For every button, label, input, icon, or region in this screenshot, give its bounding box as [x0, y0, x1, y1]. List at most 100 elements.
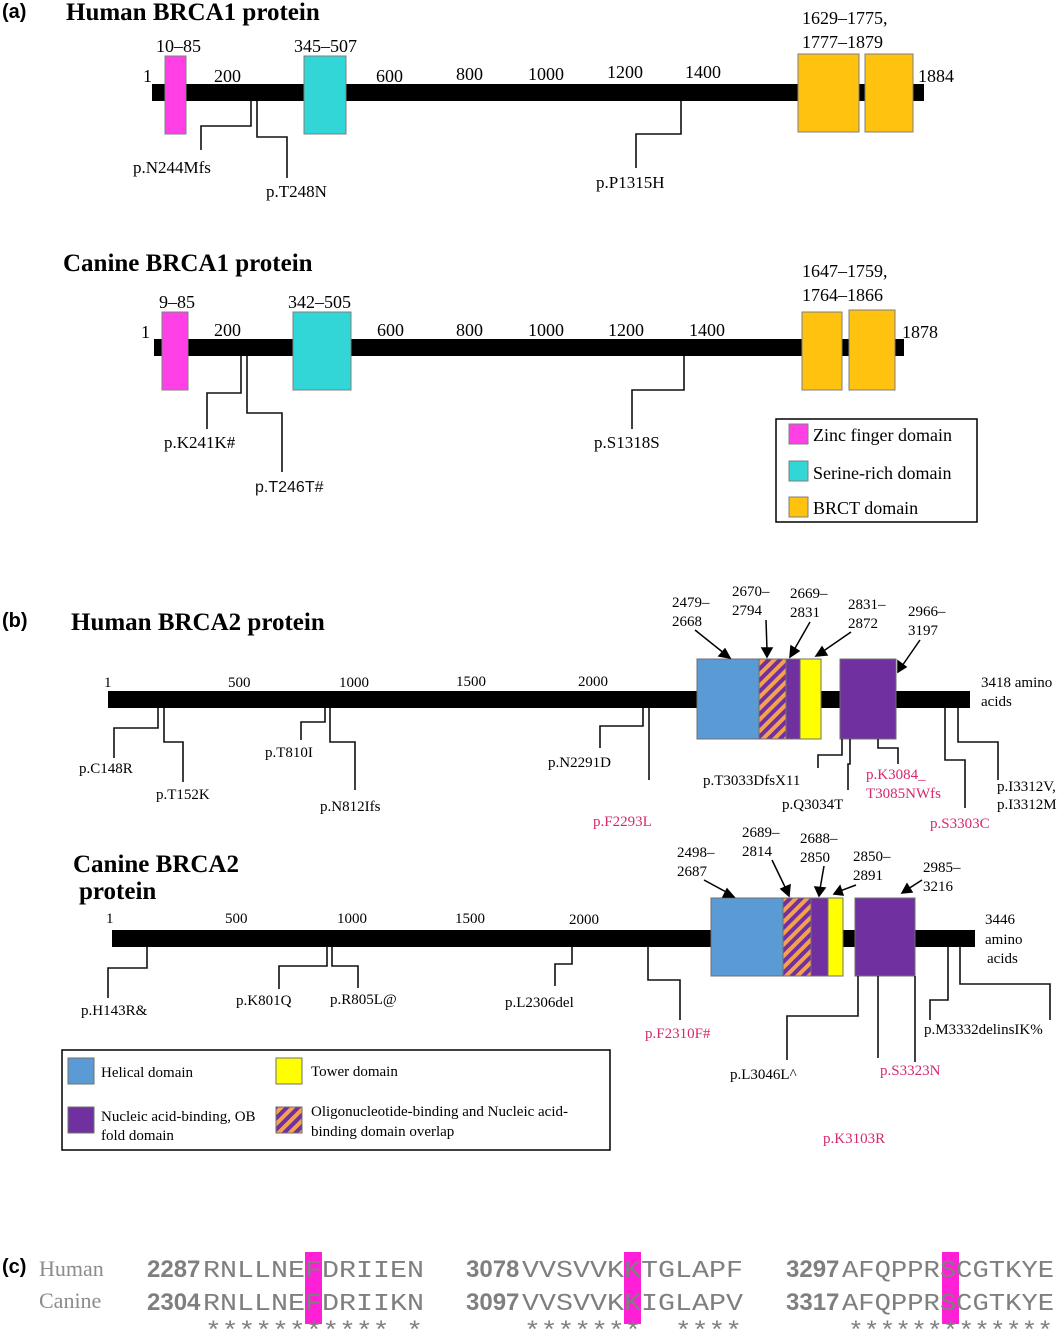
- leader-line: [206, 356, 242, 429]
- tower-domain: [827, 897, 844, 977]
- mutation-label: p.H143R&: [81, 1003, 148, 1019]
- tick: 600: [377, 320, 404, 340]
- sequence-canine: VVSVVKKIGLAPV: [522, 1291, 744, 1318]
- domain-range: 2498–: [677, 845, 715, 861]
- sequence-human: AFQPPRSCGTKYE: [842, 1258, 1054, 1285]
- tick: 2000: [578, 674, 608, 690]
- human-brca1-title: Human BRCA1 protein: [66, 0, 320, 26]
- serine-rich-domain: [303, 55, 347, 135]
- leader-line: [329, 708, 356, 790]
- legend-swatch-ob: [67, 1106, 95, 1134]
- leader-line: [957, 708, 999, 780]
- canine-brca2-title-1: Canine BRCA2: [73, 851, 239, 878]
- tick: 1400: [685, 62, 721, 82]
- tick-start: 1: [143, 66, 152, 86]
- arrow-head: [789, 644, 801, 659]
- brct-range-label-2: 1764–1866: [802, 285, 883, 305]
- mutation-label: p.C148R: [79, 761, 133, 777]
- domain-range: 2891: [853, 868, 883, 884]
- domain-range: 2670–: [732, 584, 770, 600]
- arrow-head: [779, 883, 791, 898]
- legend-swatch-helical: [67, 1057, 95, 1085]
- species-human: Human: [39, 1256, 104, 1281]
- leader-line: [817, 739, 843, 768]
- leader-line: [278, 947, 328, 989]
- arrow: [793, 621, 811, 651]
- leader-line: [256, 101, 288, 178]
- tick: 1500: [456, 674, 486, 690]
- leader-line: [163, 708, 184, 782]
- domain-range: 2687: [677, 864, 708, 880]
- serine-range-label: 345–507: [294, 36, 357, 56]
- arrow-head: [832, 884, 845, 896]
- mutation-label: p.N244Mfs: [133, 158, 211, 177]
- mutation-label: p.I3312V,: [997, 779, 1056, 795]
- canine-brca2-backbone: [112, 930, 975, 947]
- tick: 600: [376, 66, 403, 86]
- legend-label: BRCT domain: [813, 498, 918, 518]
- ob-fold-domain: [785, 658, 801, 740]
- brct-range-label-1: 1629–1775,: [802, 8, 888, 28]
- domain-range: 2850: [800, 850, 830, 866]
- panel-b-label: (b): [2, 610, 28, 632]
- mutation-label: p.T152K: [156, 787, 210, 803]
- mutation-label-pink: p.S3303C: [930, 816, 990, 832]
- mutation-label: p.K241K#: [164, 433, 236, 452]
- domain-range: 2794: [732, 603, 763, 619]
- leader-line: [599, 708, 644, 748]
- overlap-domain: [782, 897, 812, 977]
- tick-start: 1: [104, 675, 112, 691]
- mutation-label: p.P1315H: [596, 173, 664, 192]
- species-canine: Canine: [39, 1288, 101, 1313]
- arrow-head: [814, 645, 829, 657]
- brct-domain-2: [864, 53, 914, 133]
- tick: 200: [214, 66, 241, 86]
- canine-brca1-backbone: [154, 339, 904, 356]
- sequence-human: VVSVVKKTGLAPF: [522, 1258, 743, 1285]
- mutation-label: p.T810I: [265, 745, 313, 761]
- arrow-head: [813, 886, 827, 898]
- mutation-label-pink: p.F2310F#: [645, 1026, 711, 1042]
- arrow: [703, 879, 729, 894]
- serine-rich-domain: [292, 311, 352, 391]
- end-label: amino: [985, 932, 1023, 948]
- arrow-head: [717, 647, 732, 660]
- mutation-label: p.S1318S: [594, 433, 660, 452]
- conservation-row: ******* ****: [524, 1319, 742, 1340]
- brct-domain-2: [848, 309, 896, 391]
- mutation-label: p.L3046L^: [730, 1067, 797, 1083]
- domain-range: 2831–: [848, 597, 886, 613]
- arrow: [694, 629, 726, 655]
- conservation-row: *********** *: [205, 1319, 423, 1340]
- canine-brca2-title-2: protein: [79, 878, 156, 905]
- mutation-label: p.N812Ifs: [320, 799, 381, 815]
- domain-range: 2872: [848, 616, 878, 632]
- domain-range: 3197: [908, 623, 939, 639]
- zinc-finger-domain: [161, 311, 189, 391]
- tick: 500: [228, 675, 251, 691]
- domain-range: 2966–: [908, 604, 946, 620]
- position-number: 3078: [466, 1256, 519, 1283]
- position-number: 3297: [786, 1256, 839, 1283]
- ob-fold-domain: [839, 658, 897, 740]
- domain-range: 2985–: [923, 860, 961, 876]
- highlight-residue: [305, 1252, 322, 1324]
- legend-label: Serine-rich domain: [813, 463, 951, 483]
- end-label: acids: [987, 951, 1018, 967]
- brca2-legend: Helical domain Tower domain Nucleic acid…: [61, 1049, 611, 1151]
- leader-line: [786, 976, 859, 1060]
- tick: 2000: [569, 912, 599, 928]
- sequence-canine: RNLLNEFDRIIKN: [203, 1291, 424, 1318]
- tick-end: 1884: [918, 66, 954, 86]
- tick: 800: [456, 64, 483, 84]
- leader-line: [944, 708, 966, 808]
- canine-brca1-title: Canine BRCA1 protein: [63, 250, 313, 277]
- mutation-label: p.K801Q: [236, 993, 292, 1009]
- legend-swatch-brct: [788, 496, 809, 518]
- tick: 1000: [337, 911, 367, 927]
- leader-line: [331, 947, 359, 988]
- brct-range-label-1: 1647–1759,: [802, 261, 888, 281]
- domain-arrows: [694, 619, 921, 674]
- tick-start: 1: [106, 911, 114, 927]
- legend-label: Tower domain: [311, 1064, 398, 1080]
